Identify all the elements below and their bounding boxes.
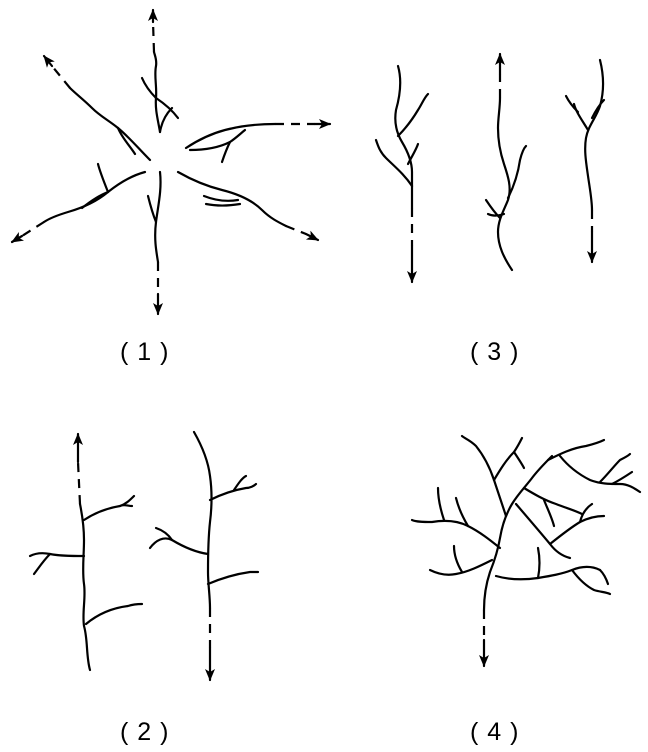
label-pattern-2: ( 2 ) — [120, 718, 169, 747]
stream-southeast — [178, 172, 318, 240]
label-pattern-3: ( 3 ) — [470, 338, 519, 367]
stream-trellis-right — [150, 432, 258, 680]
pattern-parallel — [376, 54, 604, 282]
label-pattern-1: ( 1 ) — [120, 338, 169, 367]
stream-parallel-middle — [486, 54, 526, 270]
pattern-dendritic — [412, 436, 640, 666]
label-pattern-4: ( 4 ) — [470, 718, 519, 747]
stream-west — [12, 164, 145, 242]
stream-north — [142, 10, 178, 132]
pattern-trellis — [30, 432, 258, 680]
stream-northwest — [44, 56, 150, 160]
stream-east — [186, 124, 330, 162]
stream-south — [148, 172, 161, 314]
stream-parallel-right — [566, 60, 604, 262]
stream-parallel-left — [376, 66, 428, 282]
stream-trellis-left — [30, 434, 142, 670]
pattern-radial — [12, 10, 330, 314]
